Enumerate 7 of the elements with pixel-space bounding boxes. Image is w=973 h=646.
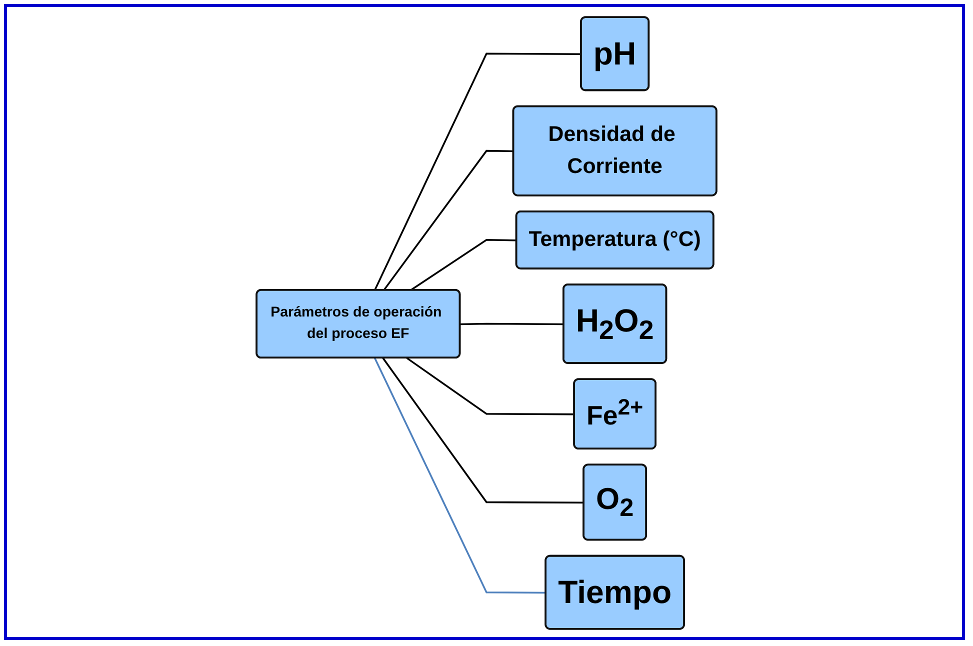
connector: [460, 322, 564, 326]
connector: [406, 357, 574, 416]
connector: [374, 358, 546, 594]
connector: [374, 52, 582, 291]
connector: [382, 358, 584, 504]
connector: [410, 239, 517, 292]
connector: [383, 150, 514, 291]
